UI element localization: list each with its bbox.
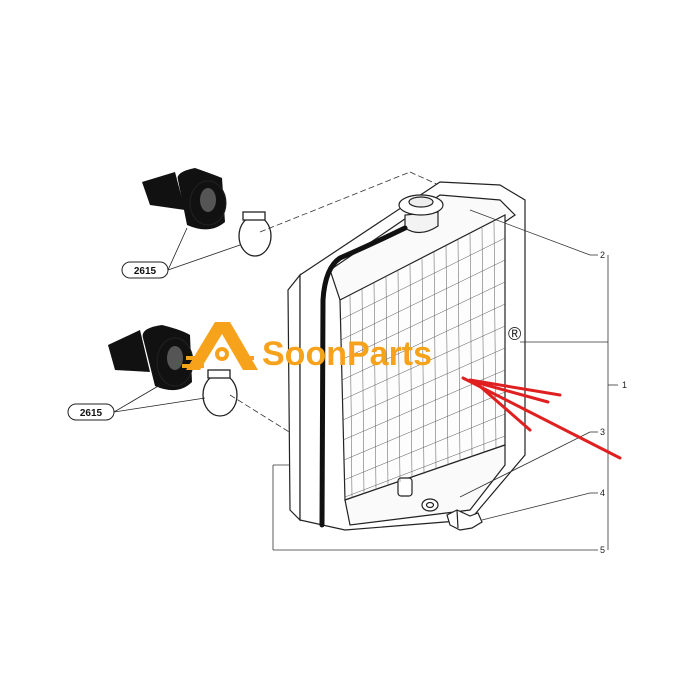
radiator-bottom-tank — [344, 444, 506, 526]
radiator-cap — [398, 194, 444, 234]
radiator-side-tank — [287, 273, 301, 522]
lower-hose-clamp — [202, 369, 238, 417]
watermark-registered-mark: ® — [508, 324, 521, 344]
radiator-assembly — [287, 181, 526, 531]
callout-1: 1 — [622, 380, 627, 390]
red-pointer-arrow — [461, 376, 622, 460]
drain-washer — [421, 498, 439, 512]
upper-hose-clamp — [238, 211, 272, 257]
reference-label-upper-text: 2615 — [134, 266, 157, 277]
drain-boss — [397, 477, 413, 497]
reference-label-upper: 2615 — [121, 227, 241, 279]
callout-2: 2 — [600, 250, 605, 260]
lower-hose — [108, 325, 194, 391]
callout-leaders — [272, 209, 618, 551]
watermark-brand: SoonParts — [262, 335, 432, 373]
drain-plug — [446, 509, 483, 531]
radiator-fins — [339, 221, 506, 499]
overflow-hose — [319, 225, 408, 528]
callout-5: 5 — [600, 545, 605, 555]
reference-label-lower-text: 2615 — [80, 408, 103, 419]
soonparts-logo-icon — [182, 322, 258, 370]
upper-hose — [142, 168, 227, 230]
soonparts-watermark: SoonParts ® — [182, 322, 521, 373]
callout-4: 4 — [600, 488, 605, 498]
reference-label-lower: 2615 — [67, 384, 206, 421]
callout-numbers: 1 2 3 4 5 — [600, 250, 627, 555]
callout-3: 3 — [600, 427, 605, 437]
